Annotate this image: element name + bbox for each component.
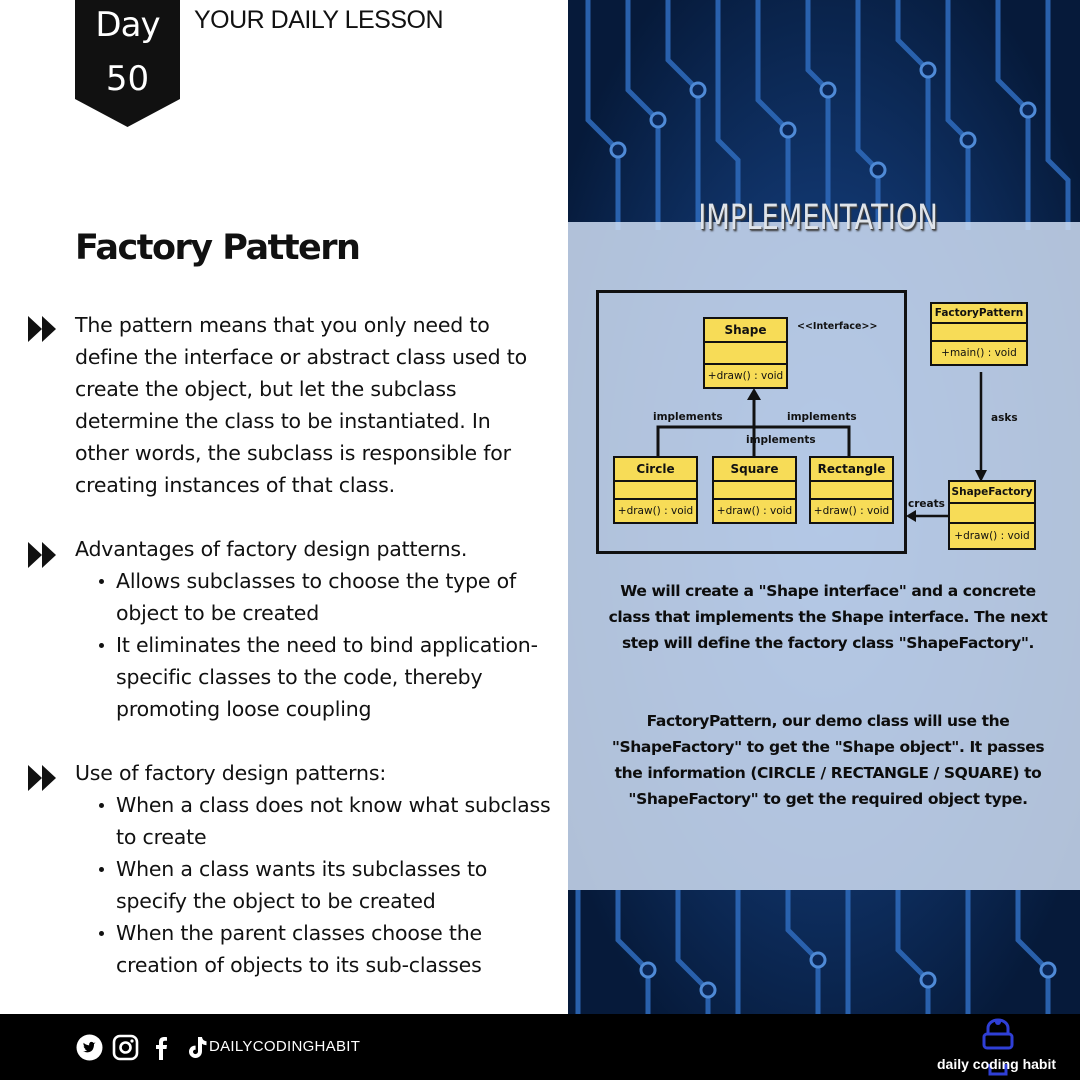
social-handle[interactable]: DAILYCODINGHABIT	[209, 1038, 361, 1055]
footer: DAILYCODINGHABIT daily coding habit	[0, 1014, 1080, 1080]
list-item: When the parent classes choose the creat…	[98, 917, 558, 981]
twitter-icon[interactable]	[76, 1034, 103, 1061]
advantages-heading: Advantages of factory design patterns.	[75, 537, 468, 561]
tiktok-icon[interactable]	[184, 1034, 211, 1061]
double-arrow-icon	[28, 316, 56, 342]
asks-label: asks	[991, 412, 1018, 424]
day-label: Day	[95, 5, 160, 45]
double-arrow-icon	[28, 765, 56, 791]
square-method: +draw() : void	[716, 505, 793, 517]
rectangle-class: Rectangle +draw() : void	[809, 456, 894, 524]
circle-class-name: Circle	[615, 458, 696, 482]
double-arrow-icon	[28, 542, 56, 568]
list-item: When a class does not know what subclass…	[98, 789, 558, 853]
intro-text: The pattern means that you only need to …	[75, 313, 527, 497]
advantages-list: Allows subclasses to choose the type of …	[98, 565, 558, 725]
factory-pattern-class-name: FactoryPattern	[932, 304, 1026, 324]
shape-factory-method: +draw() : void	[954, 530, 1030, 542]
factory-pattern-method: +main() : void	[941, 347, 1017, 359]
implementation-panel: IMPLEMENTATION Shape +draw() : void <<In…	[568, 0, 1080, 1014]
uses-heading: Use of factory design patterns:	[75, 761, 387, 785]
day-badge: Day 50	[75, 0, 180, 127]
shape-factory-attributes	[950, 504, 1034, 524]
implements-label: implements	[746, 434, 816, 446]
factory-pattern-class: FactoryPattern +main() : void	[930, 302, 1028, 366]
square-attributes	[714, 482, 795, 500]
list-item: When a class wants its subclasses to spe…	[98, 853, 558, 917]
instagram-icon[interactable]	[112, 1034, 139, 1061]
shape-method: +draw() : void	[707, 370, 784, 382]
implementation-title: IMPLEMENTATION	[698, 198, 938, 238]
interface-stereotype: <<Interface>>	[797, 321, 878, 332]
factory-pattern-attributes	[932, 324, 1026, 342]
factory-connectors	[906, 372, 987, 522]
list-item: Allows subclasses to choose the type of …	[98, 565, 558, 629]
list-item: It eliminates the need to bind applicati…	[98, 629, 558, 725]
circle-method: +draw() : void	[617, 505, 694, 517]
square-class: Square +draw() : void	[712, 456, 797, 524]
social-icons	[76, 1033, 211, 1061]
circle-attributes	[615, 482, 696, 500]
uses-list: When a class does not know what subclass…	[98, 789, 558, 981]
brand-logo-icon	[982, 1018, 1014, 1076]
creats-label: creats	[908, 498, 945, 510]
rectangle-attributes	[811, 482, 892, 500]
rectangle-method: +draw() : void	[813, 505, 890, 517]
implementation-description-1: We will create a "Shape interface" and a…	[608, 582, 1048, 652]
shape-attributes	[705, 343, 786, 365]
circle-class: Circle +draw() : void	[613, 456, 698, 524]
uml-connectors	[656, 388, 851, 456]
brand-name: daily coding habit	[937, 1056, 1057, 1072]
implements-label: implements	[653, 411, 723, 423]
shape-class: Shape +draw() : void	[703, 317, 788, 389]
square-class-name: Square	[714, 458, 795, 482]
day-number: 50	[105, 59, 150, 99]
implements-label: implements	[787, 411, 857, 423]
page-title: Factory Pattern	[75, 228, 361, 268]
uml-frame: Shape +draw() : void <<Interface>> imple…	[596, 290, 907, 554]
shape-factory-class: ShapeFactory +draw() : void	[948, 480, 1036, 550]
facebook-icon[interactable]	[148, 1034, 175, 1061]
rectangle-class-name: Rectangle	[811, 458, 892, 482]
lesson-label: YOUR DAILY LESSON	[194, 6, 444, 34]
implementation-description-2: FactoryPattern, our demo class will use …	[611, 712, 1045, 808]
shape-class-name: Shape	[705, 319, 786, 343]
shape-factory-class-name: ShapeFactory	[950, 482, 1034, 504]
